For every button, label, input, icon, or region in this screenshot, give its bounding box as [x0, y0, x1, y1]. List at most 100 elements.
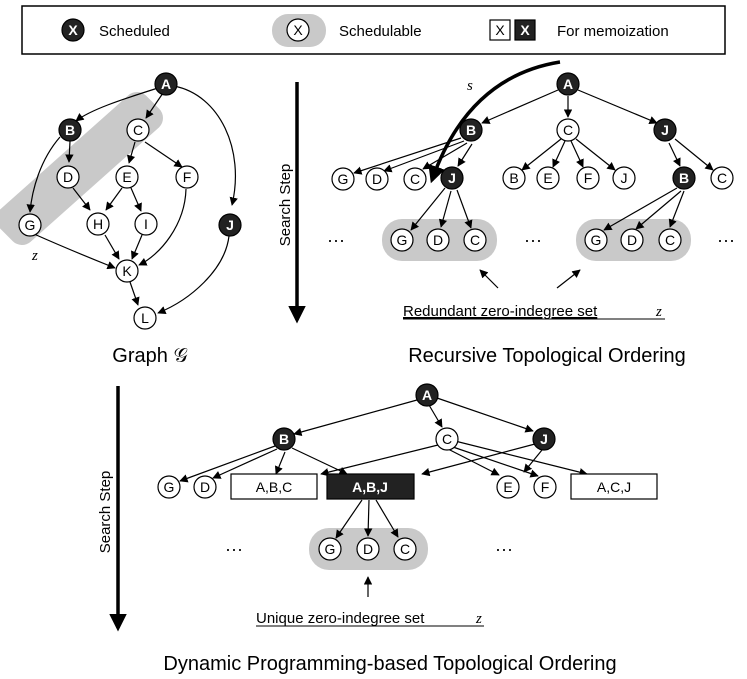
dp-node-e — [496, 475, 520, 499]
legend-memo-dark-glyph: X — [520, 22, 530, 38]
recursive-node-g5-label: G — [591, 232, 602, 248]
graph-node-j-label: J — [226, 217, 234, 233]
recursive-node-g4-label: G — [397, 232, 408, 248]
recursive-node-d1 — [365, 167, 389, 191]
legend-memo-open-box — [489, 19, 511, 41]
graph-edges — [26, 85, 238, 315]
recursive-node-d5-label: D — [627, 232, 637, 248]
dp-unique-label: Unique zero-indegree set — [256, 610, 425, 627]
graph-node-g — [18, 213, 42, 237]
graph-node-l — [133, 306, 157, 330]
graph-node-f-label: F — [183, 169, 192, 185]
recursive-node-c-label: C — [563, 122, 573, 138]
recursive-node-e2 — [536, 166, 560, 190]
legend-scheduled-glyph: X — [68, 22, 78, 38]
graph-node-c — [126, 118, 150, 142]
legend-scheduled-node — [61, 18, 85, 42]
dp-edges — [179, 397, 588, 539]
recursive-node-j2 — [612, 166, 636, 190]
recursive-node-d4 — [426, 228, 450, 252]
dp-node-c-label: C — [442, 431, 452, 447]
dp-node-d1 — [193, 475, 217, 499]
recursive-node-c1 — [403, 167, 427, 191]
recursive-node-c3 — [710, 166, 734, 190]
recursive-node-b2-label: B — [509, 170, 518, 186]
recursive-node-d1-label: D — [372, 171, 382, 187]
legend-scheduled-label: Scheduled — [99, 23, 170, 40]
dp-node-d1-label: D — [200, 479, 210, 495]
recursive-node-g1 — [331, 167, 355, 191]
legend-memo-label: For memoization — [557, 23, 669, 40]
recursive-dots-2: ··· — [524, 230, 542, 250]
legend-frame — [21, 5, 726, 55]
graph-node-f — [175, 165, 199, 189]
recursive-node-g5 — [584, 228, 608, 252]
graph-node-k — [115, 259, 139, 283]
graph-node-g-label: G — [25, 217, 36, 233]
recursive-node-g1-label: G — [338, 171, 349, 187]
graph-node-l-label: L — [141, 310, 149, 326]
dp-panel: Search Step A B C — [97, 383, 658, 675]
recursive-redundant-label: Redundant zero-indegree set — [403, 303, 598, 320]
dp-node-e-label: E — [503, 479, 512, 495]
graph-node-h — [86, 212, 110, 236]
dp-node-d2-label: D — [363, 541, 373, 557]
dp-box-abj-label: A,B,J — [352, 479, 388, 495]
recursive-node-j1 — [440, 166, 464, 190]
recursive-node-d5 — [620, 228, 644, 252]
legend-schedulable-label: Schedulable — [339, 23, 422, 40]
dp-box-abc-label: A,B,C — [256, 479, 293, 495]
legend: X Scheduled X Schedulable X X For memoiz… — [21, 5, 726, 55]
recursive-node-c3-label: C — [717, 170, 727, 186]
graph-node-a-label: A — [161, 76, 171, 92]
recursive-node-c5 — [658, 228, 682, 252]
recursive-node-c4-label: C — [470, 232, 480, 248]
dp-node-b-label: B — [279, 431, 289, 447]
graph-caption: Graph 𝒢 — [112, 345, 187, 367]
graph-node-b — [58, 118, 82, 142]
dp-node-f-label: F — [541, 479, 550, 495]
dp-node-f — [533, 475, 557, 499]
recursive-node-g4 — [390, 228, 414, 252]
graph-node-h-label: H — [93, 216, 103, 232]
recursive-node-c4 — [463, 228, 487, 252]
graph-node-j — [218, 213, 242, 237]
recursive-edges — [353, 89, 714, 231]
dp-node-c2-label: C — [400, 541, 410, 557]
dp-node-c2 — [393, 537, 417, 561]
recursive-node-c — [556, 118, 580, 142]
recursive-node-j-label: J — [661, 122, 669, 138]
dp-node-d2 — [356, 537, 380, 561]
recursive-node-b3-label: B — [679, 170, 689, 186]
graph-node-c-label: C — [133, 122, 143, 138]
recursive-caption: Recursive Topological Ordering — [408, 345, 686, 367]
recursive-s-arrow — [428, 60, 561, 184]
dp-dots-2: ··· — [495, 539, 513, 559]
graph-zero-indegree-highlight — [0, 92, 163, 245]
recursive-redundant-var: z — [655, 304, 662, 320]
graph-node-e-label: E — [122, 169, 131, 185]
recursive-node-d4-label: D — [433, 232, 443, 248]
recursive-node-f2 — [576, 166, 600, 190]
recursive-search-step-label: Search Step — [277, 164, 294, 247]
recursive-nodes: A B C J G D C J B E F J B C — [331, 72, 734, 252]
graph-node-i — [134, 212, 158, 236]
dp-box-acj-label: A,C,J — [597, 479, 631, 495]
recursive-node-c5-label: C — [665, 232, 675, 248]
dp-box-acj — [570, 473, 658, 500]
recursive-node-b-label: B — [466, 122, 476, 138]
recursive-node-a-label: A — [563, 76, 573, 92]
graph-node-a — [154, 72, 178, 96]
dp-search-step-label: Search Step — [97, 471, 114, 554]
dp-node-j — [532, 427, 556, 451]
recursive-node-j — [653, 118, 677, 142]
legend-schedulable-glyph: X — [293, 22, 303, 38]
dp-box-abj — [326, 473, 415, 500]
recursive-dots-1: ··· — [327, 230, 345, 250]
dp-node-g1 — [157, 475, 181, 499]
recursive-node-b3 — [672, 166, 696, 190]
dp-node-a-label: A — [422, 387, 432, 403]
recursive-s-label: s — [467, 78, 473, 94]
recursive-panel: Search Step s A — [277, 60, 735, 367]
